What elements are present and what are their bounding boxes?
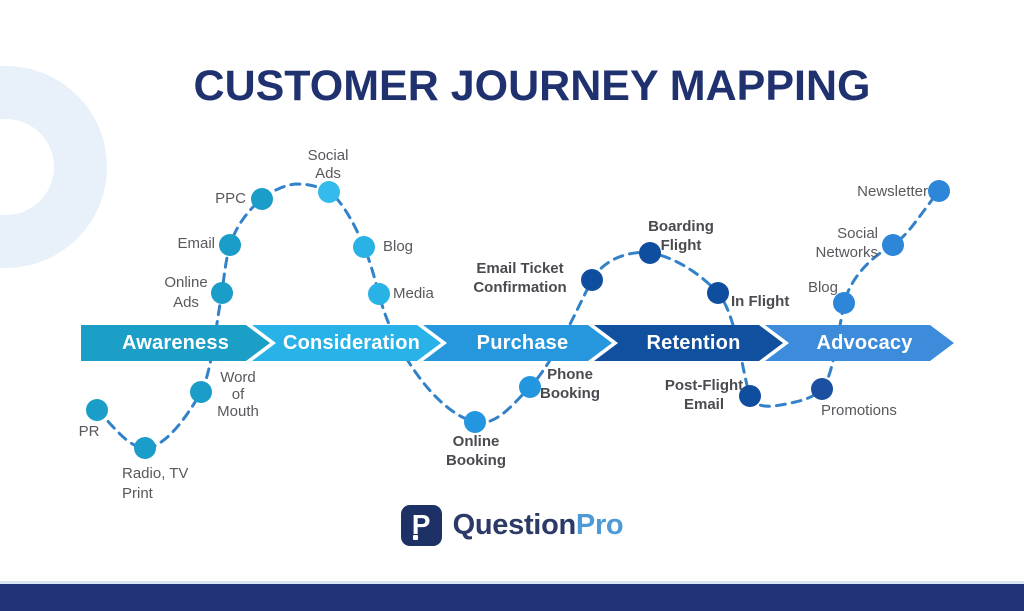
touchpoint-label-promotions: Promotions [821,402,897,419]
touchpoint-label-ppc: PPC [215,190,246,207]
touchpoint-dot-media [368,283,390,305]
logo-dot [412,535,418,540]
stage-arrow-awareness: Awareness [81,325,270,361]
touchpoint-dot-word-of-mouth [190,381,212,403]
stage-arrow-consideration: Consideration [252,325,441,361]
touchpoint-label-blog-advocacy: Blog [808,279,838,296]
logo-letter: P [411,509,431,540]
touchpoint-dot-social-ads [318,181,340,203]
questionpro-logo-icon: P [400,505,442,546]
stage-label: Awareness [121,332,230,354]
touchpoint-dot-ppc [251,188,273,210]
touchpoint-dot-radio-tv-print [134,437,156,459]
touchpoint-dot-newsletter [928,180,950,202]
touchpoint-dot-post-flight-email [739,385,761,407]
brand-name-light: Pro [575,509,624,541]
page-title: CUSTOMER JOURNEY MAPPING [193,62,871,110]
touchpoint-dot-email-ticket-confirmation [581,269,603,291]
brand-logo: P QuestionPro [0,505,1024,546]
touchpoint-label-email: Email [177,235,215,252]
touchpoint-dot-email [219,234,241,256]
stage-label: Consideration [282,332,421,354]
touchpoint-label-in-flight: In Flight [731,293,789,310]
stage-label: Advocacy [816,332,913,354]
touchpoint-dot-pr [86,399,108,421]
stage-arrow-advocacy: Advocacy [765,325,954,361]
touchpoint-label-media: Media [393,285,435,302]
touchpoint-label-pr: PR [79,423,100,440]
touchpoint-dot-online-ads [211,282,233,304]
touchpoint-dot-in-flight [707,282,729,304]
footer-accent-line [0,581,1024,584]
touchpoint-dot-promotions [811,378,833,400]
touchpoint-dot-social-networks [882,234,904,256]
touchpoint-dot-blog-consideration [353,236,375,258]
touchpoint-dot-phone-booking [519,376,541,398]
stage-label: Retention [646,332,741,354]
brand-name-dark: Question [452,509,577,541]
touchpoint-label-newsletter: Newsletter [857,183,928,200]
touchpoint-label-blog-consideration: Blog [383,238,413,255]
touchpoint-dot-boarding-flight [639,242,661,264]
touchpoint-dot-blog-advocacy [833,292,855,314]
footer-bar [0,584,1024,611]
stage-arrow-retention: Retention [594,325,783,361]
stage-arrow-purchase: Purchase [423,325,612,361]
stage-label: Purchase [476,332,569,354]
brand-name: QuestionPro [453,509,624,542]
touchpoint-dot-online-booking [464,411,486,433]
